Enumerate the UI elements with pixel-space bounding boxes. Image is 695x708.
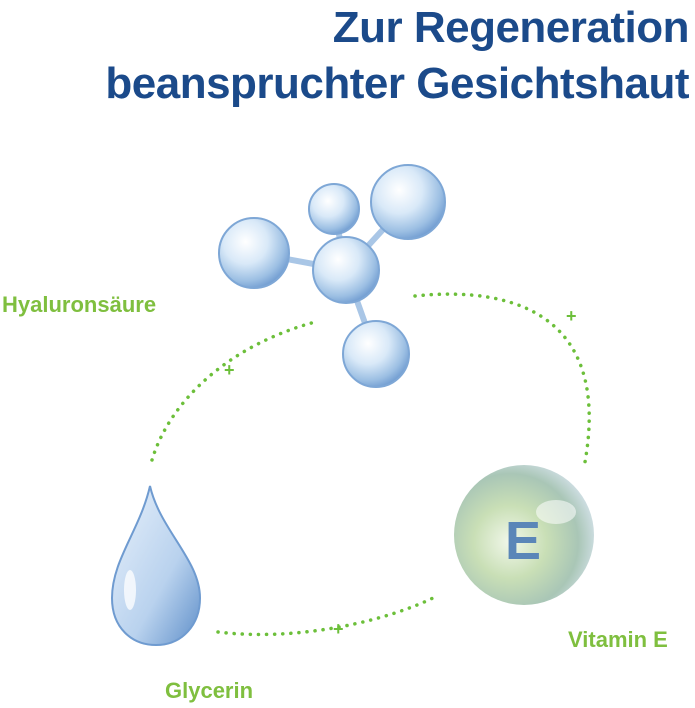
plus-signs: + + + — [224, 306, 577, 639]
label-glycerin: Glycerin — [165, 678, 254, 703]
headline: Zur Regeneration beanspruchter Gesichtsh… — [105, 0, 689, 112]
plus-sign-3: + — [333, 619, 344, 639]
headline-line-1: Zur Regeneration — [332, 3, 690, 52]
headline-line-2: beanspruchter Gesichtshaut — [105, 59, 689, 108]
connector-hyaluron-vitamin — [413, 292, 591, 464]
connector-hyaluron-glycerin — [150, 320, 317, 462]
plus-sign-2: + — [566, 306, 577, 326]
molecule-icon — [218, 164, 446, 388]
label-hyaluronsaeure: Hyaluronsäure — [2, 292, 157, 317]
label-vitamin-e: Vitamin E — [568, 627, 668, 652]
vitamin-e-sphere-icon — [454, 465, 594, 605]
connector-glycerin-vitamin — [216, 594, 439, 637]
connector-dotted-lines — [150, 292, 591, 637]
vitamin-e-letter: E — [504, 511, 542, 571]
water-drop-icon — [110, 485, 202, 647]
plus-sign-1: + — [224, 360, 235, 380]
